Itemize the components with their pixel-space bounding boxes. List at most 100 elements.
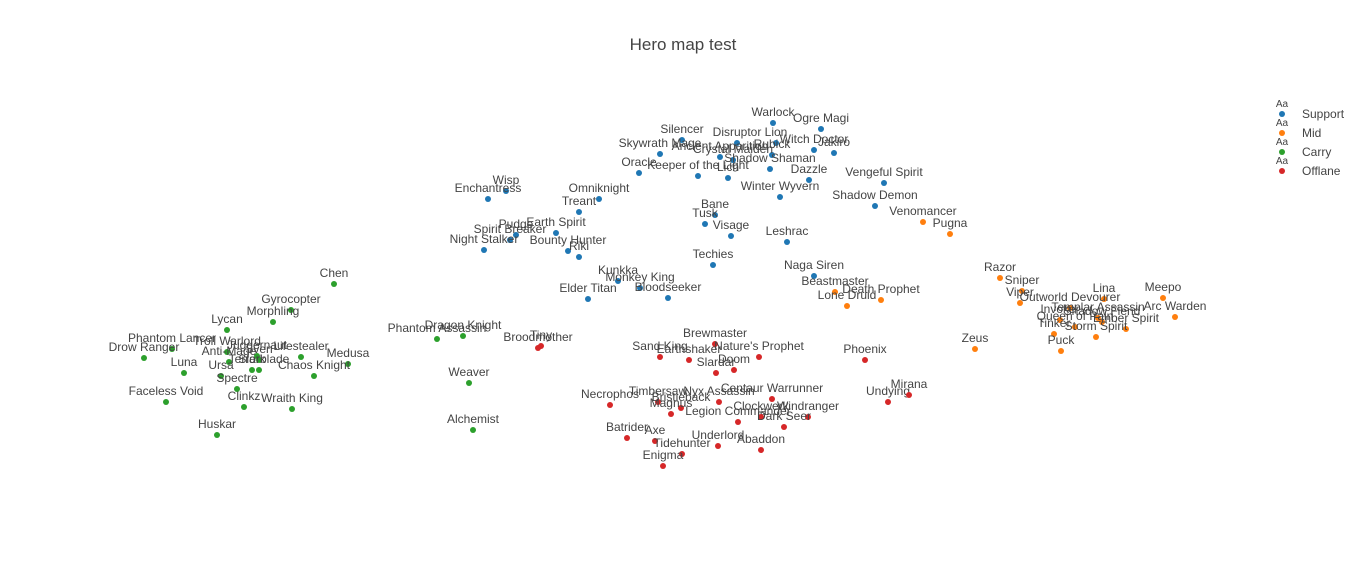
point-terrorblade[interactable] <box>256 367 262 373</box>
point-jakiro[interactable] <box>831 150 837 156</box>
point-invoker[interactable] <box>1057 317 1063 323</box>
point-ember-spirit[interactable] <box>1123 326 1129 332</box>
point-elder-titan[interactable] <box>585 296 591 302</box>
point-alchemist[interactable] <box>470 427 476 433</box>
point-axe[interactable] <box>652 438 658 444</box>
point-riki[interactable] <box>576 254 582 260</box>
point-bloodseeker[interactable] <box>665 295 671 301</box>
point-techies[interactable] <box>710 262 716 268</box>
point-brewmaster[interactable] <box>712 341 718 347</box>
point-tusk[interactable] <box>702 221 708 227</box>
point-bane[interactable] <box>712 212 718 218</box>
point-night-stalker[interactable] <box>481 247 487 253</box>
point-centaur-warrunner[interactable] <box>769 396 775 402</box>
point-dark-seer[interactable] <box>781 424 787 430</box>
point-skywrath-mage[interactable] <box>657 151 663 157</box>
point-nature-s-prophet[interactable] <box>756 354 762 360</box>
point-enchantress[interactable] <box>485 196 491 202</box>
point-magnus[interactable] <box>668 411 674 417</box>
point-beastmaster[interactable] <box>832 289 838 295</box>
point-visage[interactable] <box>728 233 734 239</box>
point-ogre-magi[interactable] <box>818 126 824 132</box>
point-lina[interactable] <box>1101 296 1107 302</box>
point-drow-ranger[interactable] <box>141 355 147 361</box>
point-bounty-hunter[interactable] <box>565 248 571 254</box>
point-outworld-devourer[interactable] <box>1067 305 1073 311</box>
point-shadow-demon[interactable] <box>872 203 878 209</box>
point-clinkz[interactable] <box>241 404 247 410</box>
point-lone-druid[interactable] <box>844 303 850 309</box>
point-timbersaw[interactable] <box>655 399 661 405</box>
point-wisp[interactable] <box>503 188 509 194</box>
point-huskar[interactable] <box>214 432 220 438</box>
point-sand-king[interactable] <box>657 354 663 360</box>
point-weaver[interactable] <box>466 380 472 386</box>
point-warlock[interactable] <box>770 120 776 126</box>
point-nyx-assassin[interactable] <box>716 399 722 405</box>
point-ancient-apparition[interactable] <box>717 154 723 160</box>
point-chen[interactable] <box>331 281 337 287</box>
point-disruptor[interactable] <box>734 140 740 146</box>
point-bristleback[interactable] <box>678 405 684 411</box>
point-ursa[interactable] <box>218 373 224 379</box>
point-legion-commander[interactable] <box>735 419 741 425</box>
point-earth-spirit[interactable] <box>553 230 559 236</box>
point-sniper[interactable] <box>1019 288 1025 294</box>
point-medusa[interactable] <box>345 361 351 367</box>
point-gyrocopter[interactable] <box>288 307 294 313</box>
point-omniknight[interactable] <box>596 196 602 202</box>
point-luna[interactable] <box>181 370 187 376</box>
point-windranger[interactable] <box>805 414 811 420</box>
point-witch-doctor[interactable] <box>811 147 817 153</box>
point-underlord[interactable] <box>715 443 721 449</box>
point-morphling[interactable] <box>270 319 276 325</box>
point-clockwerk[interactable] <box>758 414 764 420</box>
point-slark[interactable] <box>249 367 255 373</box>
point-queen-of-pain[interactable] <box>1072 324 1078 330</box>
point-phoenix[interactable] <box>862 357 868 363</box>
point-tidehunter[interactable] <box>679 451 685 457</box>
point-anti-mage[interactable] <box>226 359 232 365</box>
point-phantom-lancer[interactable] <box>169 346 175 352</box>
point-enigma[interactable] <box>660 463 666 469</box>
point-undying[interactable] <box>885 399 891 405</box>
point-sven[interactable] <box>256 357 262 363</box>
point-shadow-shaman[interactable] <box>767 166 773 172</box>
point-razor[interactable] <box>997 275 1003 281</box>
point-leshrac[interactable] <box>784 239 790 245</box>
point-templar-assassin[interactable] <box>1095 315 1101 321</box>
point-meepo[interactable] <box>1160 295 1166 301</box>
point-earthshaker[interactable] <box>686 357 692 363</box>
point-monkey-king[interactable] <box>637 285 643 291</box>
point-tiny[interactable] <box>538 343 544 349</box>
point-storm-spirit[interactable] <box>1093 334 1099 340</box>
point-troll-warlord[interactable] <box>224 349 230 355</box>
point-lifestealer[interactable] <box>298 354 304 360</box>
point-mirana[interactable] <box>906 392 912 398</box>
point-venomancer[interactable] <box>920 219 926 225</box>
point-pugna[interactable] <box>947 231 953 237</box>
point-spirit-breaker[interactable] <box>507 237 513 243</box>
point-winter-wyvern[interactable] <box>777 194 783 200</box>
point-arc-warden[interactable] <box>1172 314 1178 320</box>
point-vengeful-spirit[interactable] <box>881 180 887 186</box>
point-treant[interactable] <box>576 209 582 215</box>
point-wraith-king[interactable] <box>289 406 295 412</box>
point-viper[interactable] <box>1017 300 1023 306</box>
point-shadow-fiend[interactable] <box>1099 319 1105 325</box>
point-lion[interactable] <box>773 140 779 146</box>
point-doom[interactable] <box>731 367 737 373</box>
point-chaos-knight[interactable] <box>311 373 317 379</box>
point-dazzle[interactable] <box>806 177 812 183</box>
point-silencer[interactable] <box>679 137 685 143</box>
point-slardar[interactable] <box>713 370 719 376</box>
point-naga-siren[interactable] <box>811 273 817 279</box>
point-faceless-void[interactable] <box>163 399 169 405</box>
point-lycan[interactable] <box>224 327 230 333</box>
point-kunkka[interactable] <box>615 278 621 284</box>
point-phantom-assassin[interactable] <box>434 336 440 342</box>
